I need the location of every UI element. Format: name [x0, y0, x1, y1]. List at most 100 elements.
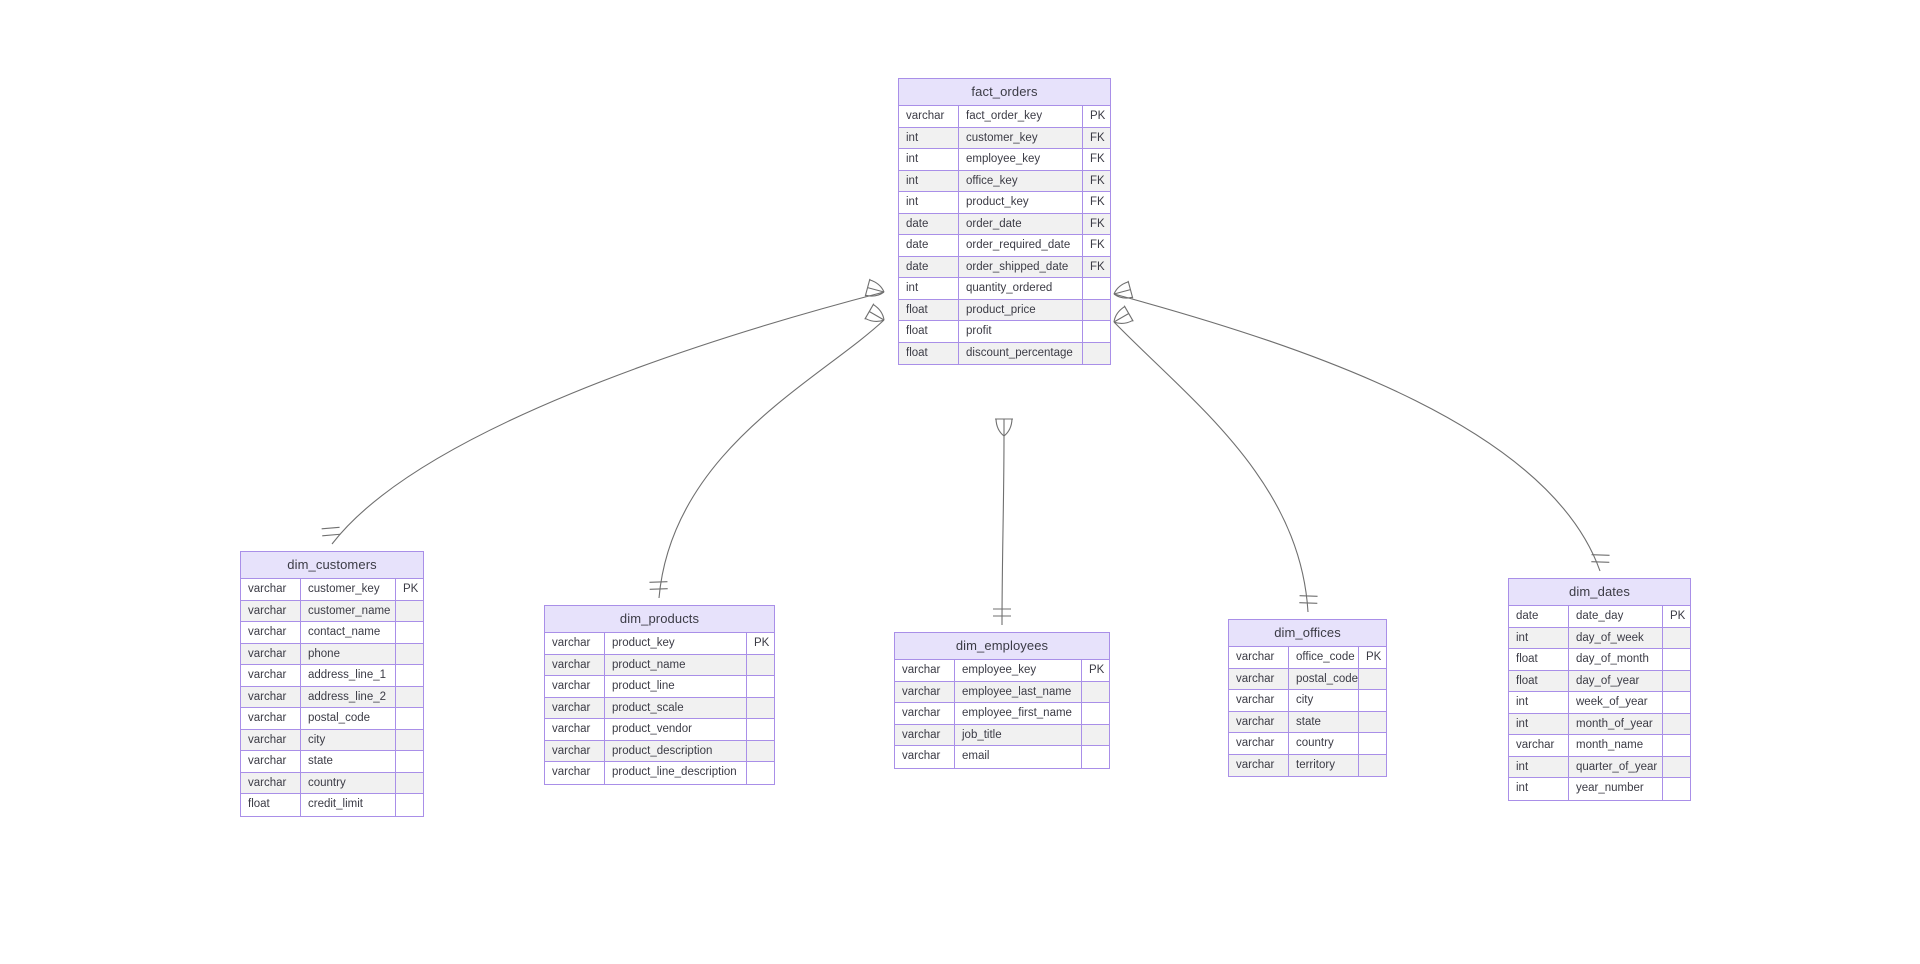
- attribute-name: city: [301, 729, 396, 750]
- attribute-key-badge: FK: [1083, 256, 1110, 277]
- attribute-type: varchar: [241, 665, 301, 686]
- attribute-name: customer_name: [301, 600, 396, 621]
- attribute-key-badge: FK: [1083, 149, 1110, 170]
- attribute-name: order_shipped_date: [959, 256, 1083, 277]
- attribute-name: address_line_1: [301, 665, 396, 686]
- entity-title-dim_employees: dim_employees: [895, 633, 1109, 660]
- attribute-name: month_of_year: [1569, 713, 1663, 734]
- attribute-type: varchar: [545, 633, 605, 654]
- relationship-fact_orders-dim_employees: [993, 418, 1013, 626]
- attribute-type: varchar: [895, 681, 955, 702]
- attribute-name: state: [301, 751, 396, 772]
- attribute-name: fact_order_key: [959, 106, 1083, 127]
- attribute-key-blank: [1663, 627, 1690, 648]
- attribute-name: day_of_year: [1569, 670, 1663, 691]
- attribute-type: int: [1509, 713, 1569, 734]
- attribute-key-blank: [1083, 299, 1110, 320]
- attribute-key-blank: [1663, 778, 1690, 800]
- attribute-name: postal_code: [301, 708, 396, 729]
- attribute-key-blank: [1359, 754, 1386, 776]
- attribute-type: varchar: [241, 686, 301, 707]
- attribute-key-blank: [747, 654, 774, 675]
- attribute-name: customer_key: [959, 127, 1083, 148]
- attribute-key-blank: [747, 719, 774, 740]
- attribute-type: varchar: [899, 106, 959, 127]
- attribute-type: float: [241, 794, 301, 816]
- attribute-type: varchar: [1229, 733, 1289, 754]
- attribute-type: int: [899, 127, 959, 148]
- attribute-name: discount_percentage: [959, 342, 1083, 364]
- attribute-type: varchar: [895, 703, 955, 724]
- attribute-type: varchar: [241, 729, 301, 750]
- attribute-key-blank: [1083, 278, 1110, 299]
- attribute-name: city: [1289, 690, 1359, 711]
- attribute-name: order_required_date: [959, 235, 1083, 256]
- attribute-name: job_title: [955, 724, 1082, 745]
- attribute-key-blank: [1359, 733, 1386, 754]
- attribute-type: int: [899, 192, 959, 213]
- attribute-key-blank: [1083, 321, 1110, 342]
- attribute-key-blank: [396, 772, 423, 793]
- relationship-fact_orders-dim_products: [649, 303, 885, 599]
- attribute-type: varchar: [1509, 735, 1569, 756]
- attribute-name: employee_key: [959, 149, 1083, 170]
